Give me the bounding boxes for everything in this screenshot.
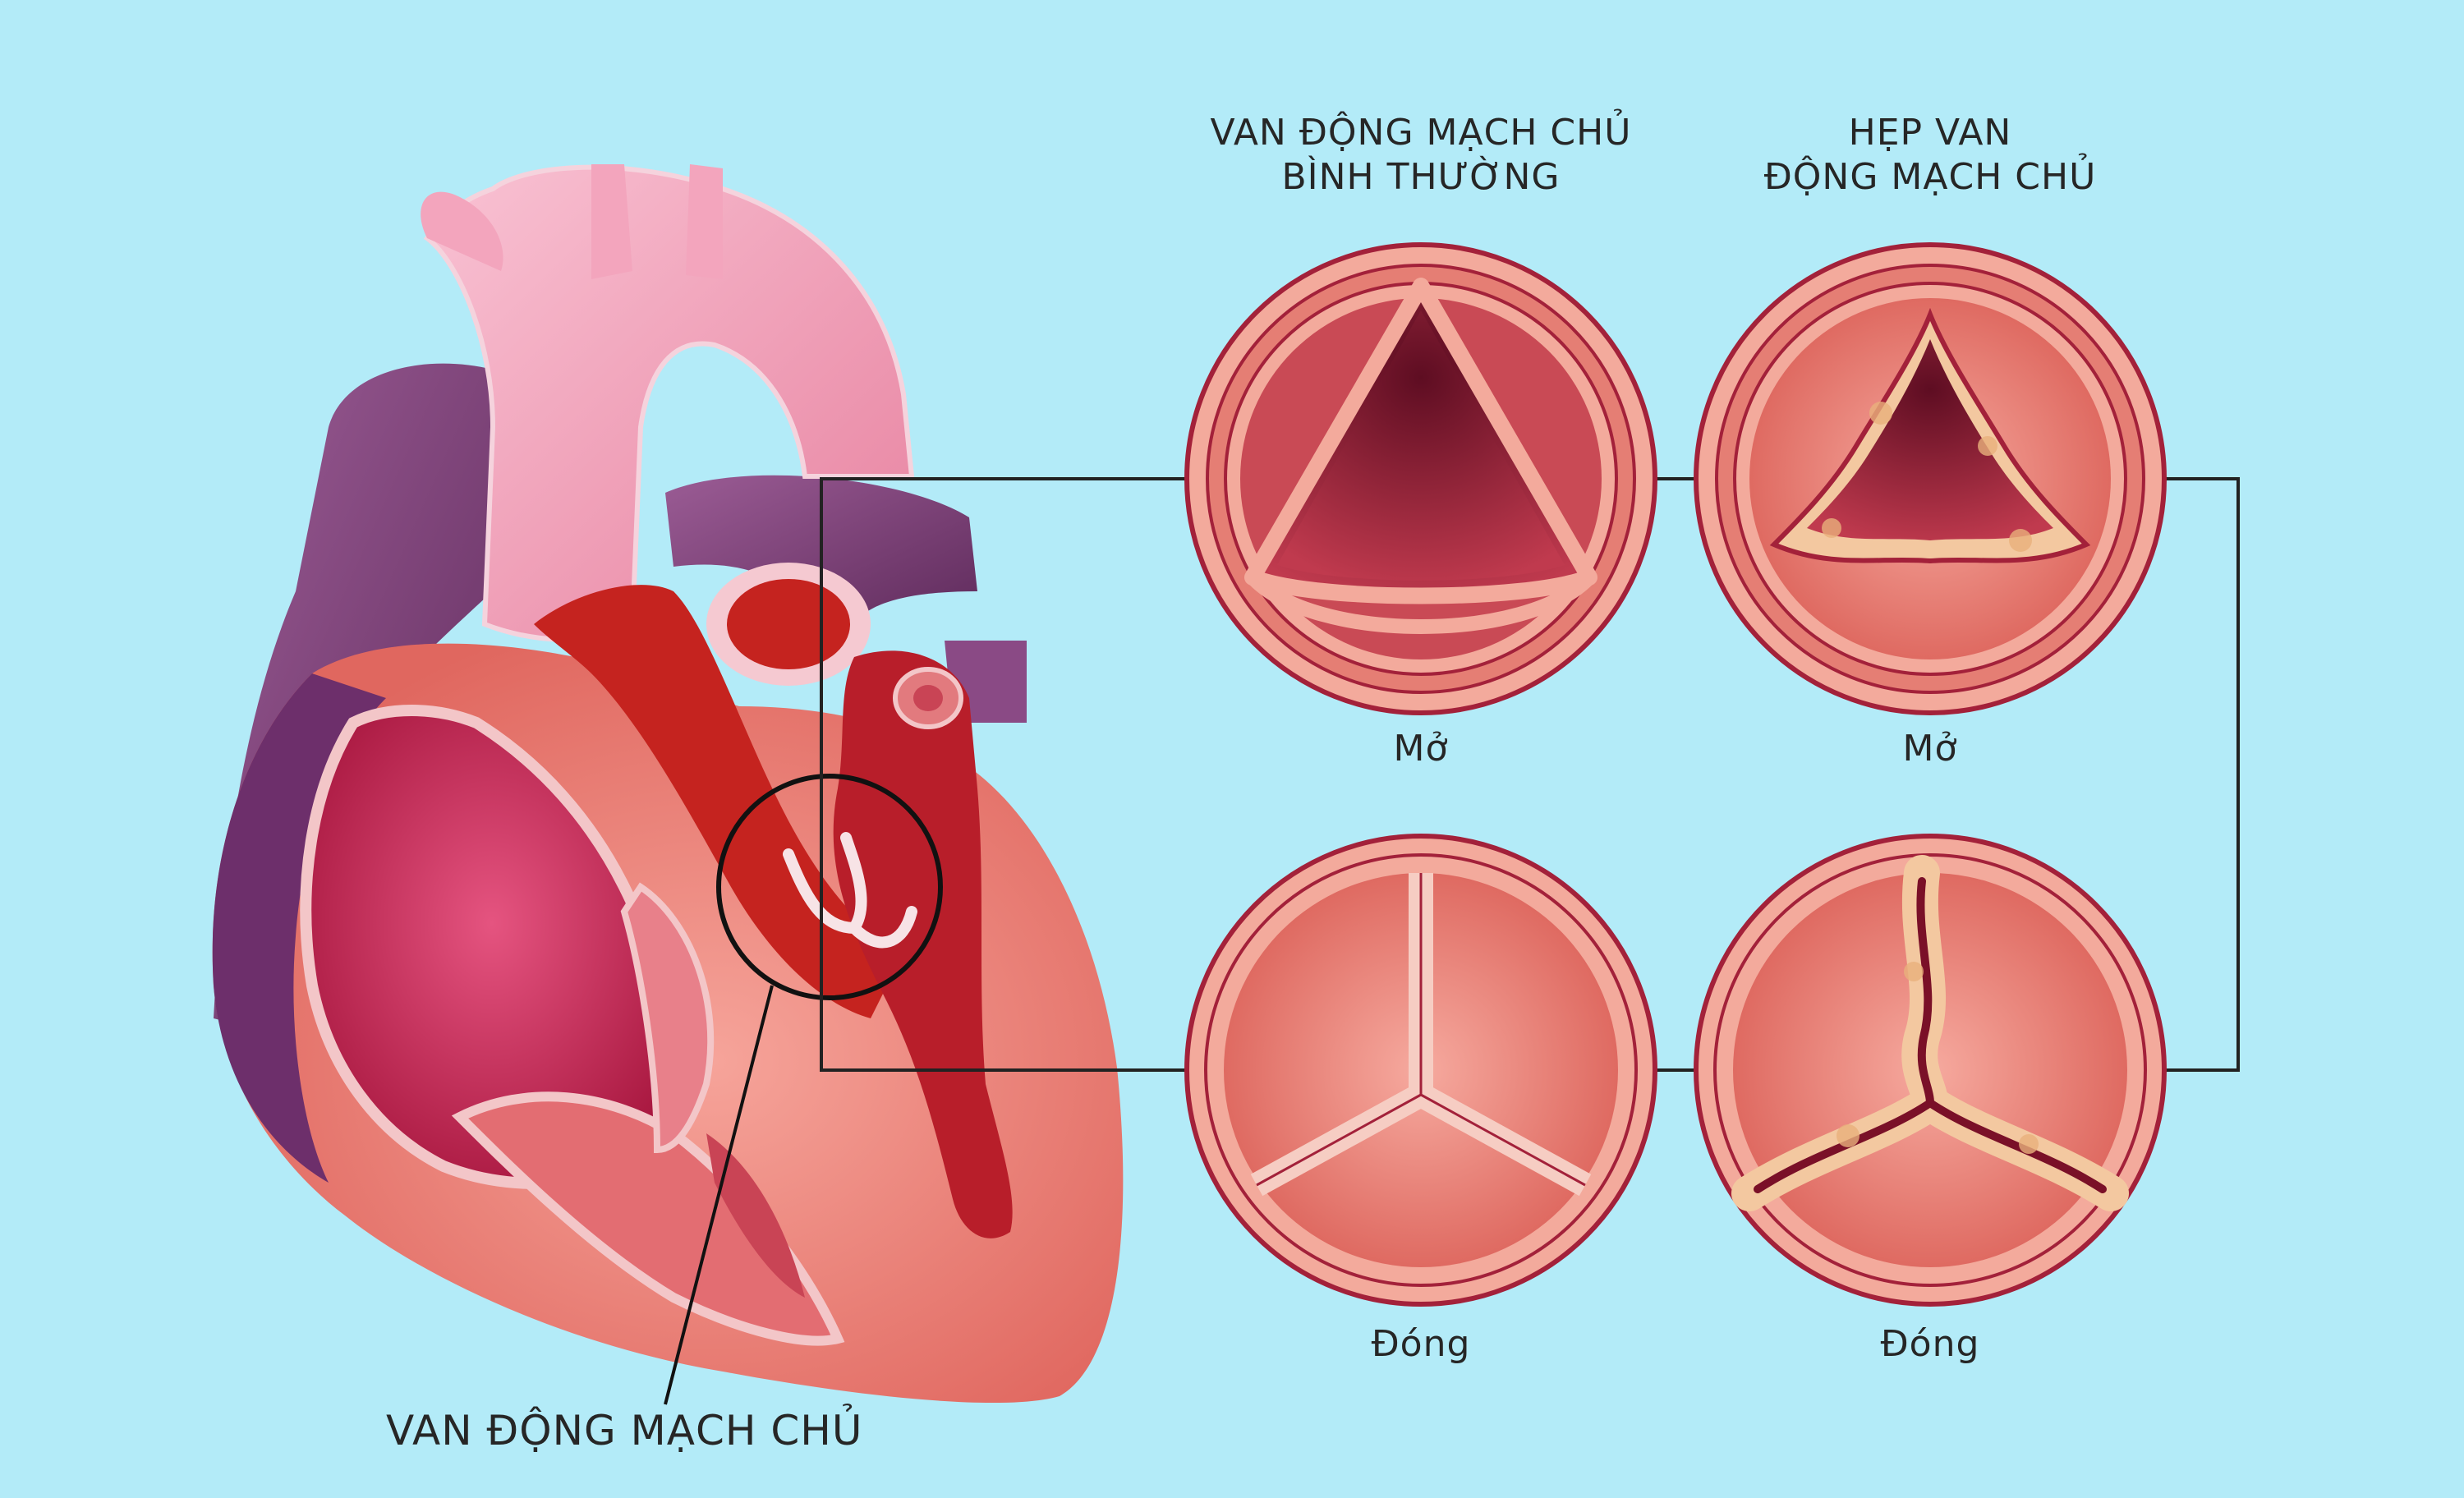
normal-closed-valve xyxy=(1184,834,1657,1307)
aortic-valve-focus-circle xyxy=(716,774,943,1000)
papillary-muscle xyxy=(706,1133,805,1298)
stenosis-open-label: Mở xyxy=(1902,728,1958,770)
normal-open-valve xyxy=(1184,242,1657,715)
normal-open-label: Mở xyxy=(1393,728,1449,770)
connector-lines xyxy=(820,477,2240,1072)
normal-title-line1: VAN ĐỘNG MẠCH CHỦ xyxy=(1210,112,1632,154)
aortic-branch-1 xyxy=(421,191,503,271)
heart-illustration xyxy=(212,164,1124,1405)
stenosis-open-valve xyxy=(1694,242,2167,715)
mitral-leaflet xyxy=(620,882,715,1154)
stenosis-title-line1: HẸP VAN xyxy=(1848,112,2012,154)
stenosis-closed-valve xyxy=(1694,834,2167,1307)
stenosis-closed-label: Đóng xyxy=(1880,1323,1980,1365)
normal-title-line2: BÌNH THƯỜNG xyxy=(1281,156,1561,198)
right-atrium-wall xyxy=(212,673,386,1183)
stenosis-title-line2: ĐỘNG MẠCH CHỦ xyxy=(1763,156,2097,198)
left-ventricle xyxy=(451,1091,845,1346)
normal-closed-label: Đóng xyxy=(1371,1323,1471,1365)
aortic-valve-leaflet xyxy=(783,832,917,949)
pointer-line xyxy=(664,985,774,1405)
normal-valve-title: VAN ĐỘNG MẠCH CHỦ BÌNH THƯỜNG xyxy=(1109,111,1733,200)
aorta xyxy=(423,164,915,642)
stenosis-valve-title: HẸP VAN ĐỘNG MẠCH CHỦ xyxy=(1618,111,2242,200)
aortic-valve-label: VAN ĐỘNG MẠCH CHỦ xyxy=(386,1407,863,1454)
aortic-branch-3 xyxy=(686,164,723,279)
aortic-branch-2 xyxy=(591,164,632,279)
